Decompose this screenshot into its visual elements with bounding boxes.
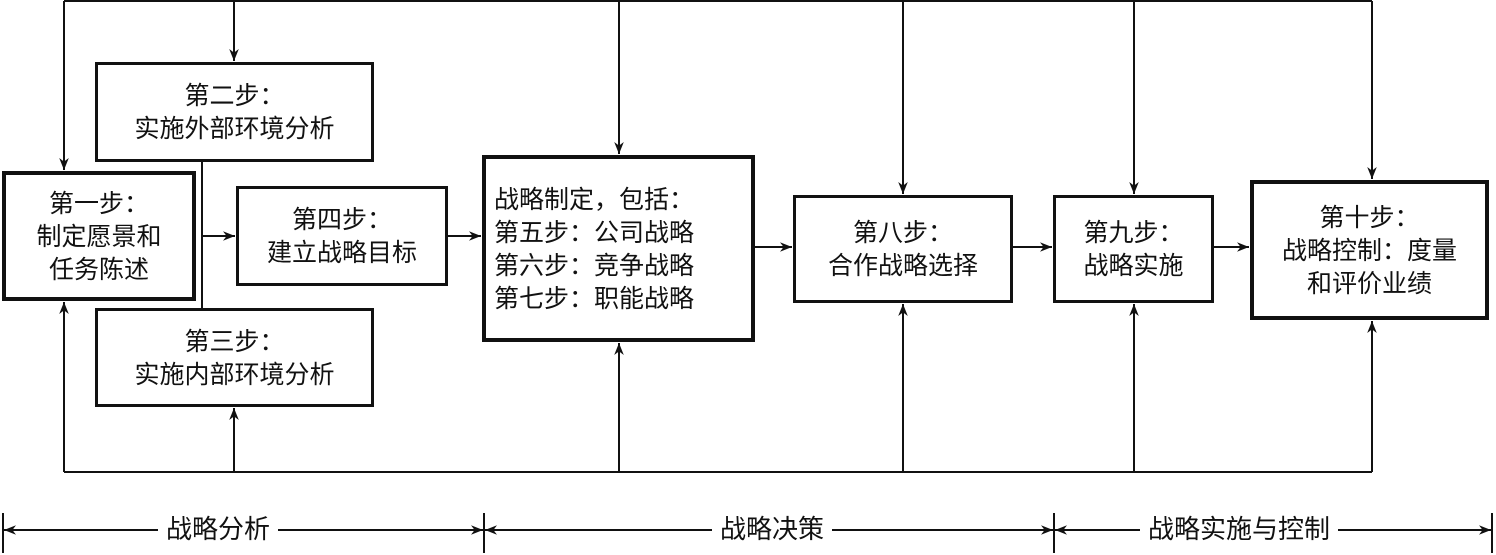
step1-text-2: 任务陈述 bbox=[48, 254, 149, 284]
step8-title: 第八步： bbox=[852, 218, 953, 247]
step4-text: 建立战略目标 bbox=[266, 238, 417, 267]
step9-title: 第九步： bbox=[1083, 218, 1184, 247]
step8-text: 合作战略选择 bbox=[827, 251, 978, 280]
step6-text: 第六步：竞争战略 bbox=[494, 250, 695, 280]
step9-box: 第九步： 战略实施 bbox=[1053, 195, 1214, 303]
step2-text: 实施外部环境分析 bbox=[134, 114, 335, 143]
step7-text: 第七步：职能战略 bbox=[494, 283, 695, 313]
step9-text: 战略实施 bbox=[1083, 251, 1184, 280]
step1-title: 第一步： bbox=[48, 188, 149, 218]
step10-text-2: 和评价业绩 bbox=[1306, 268, 1432, 298]
step10-text: 战略控制：度量 bbox=[1281, 235, 1457, 265]
step3-text: 实施内部环境分析 bbox=[134, 359, 335, 389]
step8-box: 第八步： 合作战略选择 bbox=[793, 195, 1013, 303]
step10-box: 第十步： 战略控制：度量 和评价业绩 bbox=[1250, 180, 1489, 320]
step3-title: 第三步： bbox=[184, 326, 285, 356]
step4-box: 第四步： 建立战略目标 bbox=[236, 186, 448, 286]
phase-label-implementation: 战略实施与控制 bbox=[1140, 513, 1339, 547]
step2-title: 第二步： bbox=[184, 81, 285, 110]
step10-title: 第十步： bbox=[1319, 202, 1420, 232]
step1-box: 第一步： 制定愿景和 任务陈述 bbox=[2, 171, 196, 301]
phase-label-decision: 战略决策 bbox=[712, 513, 833, 547]
phase-label-analysis: 战略分析 bbox=[158, 513, 279, 547]
step2-box: 第二步： 实施外部环境分析 bbox=[95, 62, 374, 162]
step3-box: 第三步： 实施内部环境分析 bbox=[95, 308, 374, 407]
strategy-formulation-box: 战略制定，包括： 第五步：公司战略 第六步：竞争战略 第七步：职能战略 bbox=[482, 155, 755, 342]
step5-text: 第五步：公司战略 bbox=[494, 217, 695, 247]
formulation-title: 战略制定，包括： bbox=[494, 184, 695, 214]
step4-title: 第四步： bbox=[291, 205, 392, 234]
step1-text: 制定愿景和 bbox=[36, 221, 162, 251]
